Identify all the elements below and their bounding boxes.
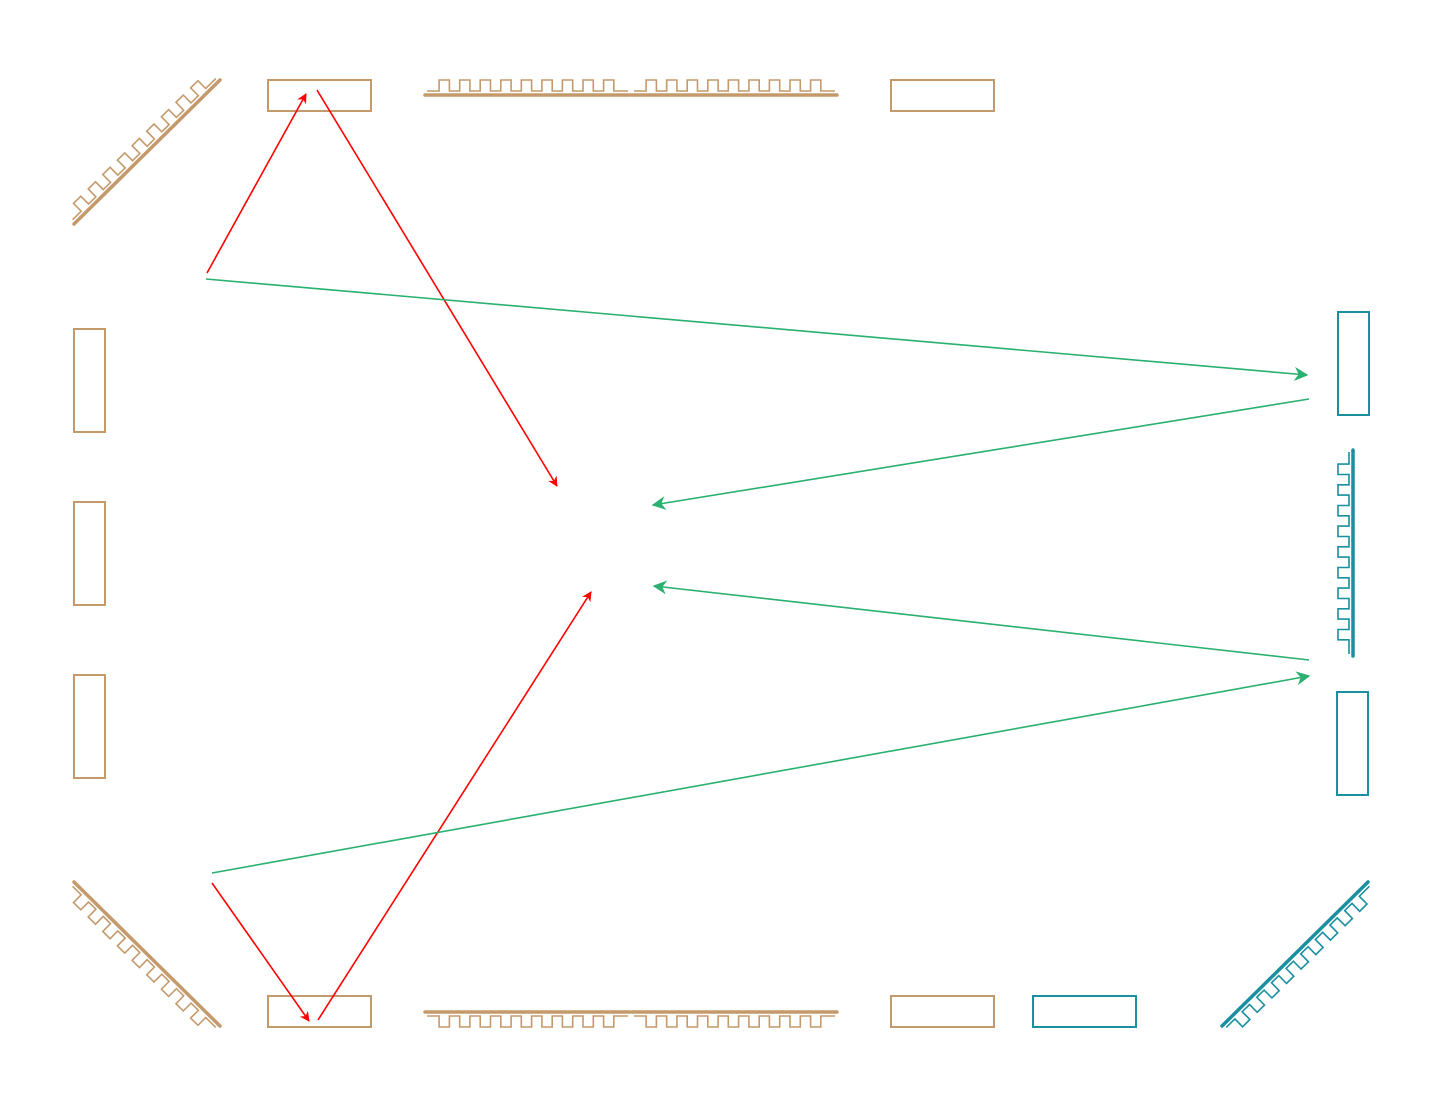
pieces-layer <box>72 78 1370 1028</box>
top-track-1 <box>423 79 632 97</box>
bottom-track-1 <box>423 1010 632 1028</box>
red-arrow-down-to-center <box>316 89 558 487</box>
right-slot-1 <box>1337 311 1370 416</box>
green-arrow-to-center-bottom <box>652 580 1310 661</box>
arrows-layer <box>205 89 1311 1022</box>
left-slot-3 <box>73 674 106 779</box>
green-arrow-to-right-bottom <box>211 671 1311 874</box>
top-left-diagonal-track <box>72 78 222 226</box>
left-slot-1 <box>73 328 106 433</box>
bottom-slot-1 <box>267 995 372 1028</box>
red-arrow-up-left <box>206 93 307 274</box>
bottom-track-2 <box>630 1010 839 1028</box>
green-arrow-to-center-top <box>651 398 1310 510</box>
bottom-left-diagonal-track <box>72 880 222 1028</box>
right-slot-2 <box>1336 691 1369 796</box>
bottom-right-diagonal-track <box>1220 880 1370 1028</box>
right-vertical-track <box>1337 448 1355 658</box>
top-track-2 <box>630 79 839 97</box>
red-arrow-up-to-center <box>317 591 592 1021</box>
bottom-slot-teal <box>1032 995 1137 1028</box>
left-slot-2 <box>73 501 106 606</box>
red-arrow-down-left <box>211 882 310 1022</box>
bottom-slot-2 <box>890 995 995 1028</box>
top-slot-2 <box>890 79 995 112</box>
top-slot-1 <box>267 79 372 112</box>
green-arrow-to-right-top <box>205 278 1309 381</box>
